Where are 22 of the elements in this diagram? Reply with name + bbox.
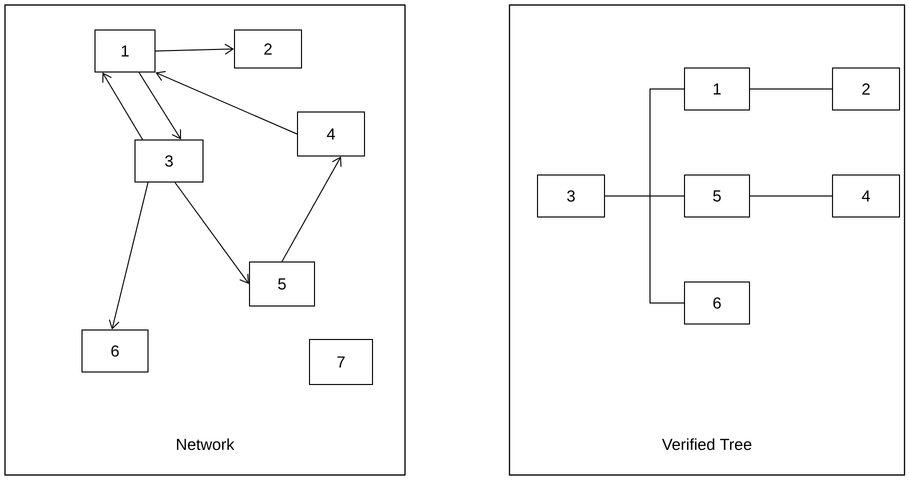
connector-line (604, 196, 684, 304)
number-box: 3 (537, 174, 605, 218)
number-box: 6 (684, 282, 750, 324)
number-box: 4 (832, 174, 900, 218)
arrow (155, 44, 234, 55)
number-box: 4 (297, 112, 365, 156)
arrow (138, 72, 181, 140)
arrow (282, 156, 342, 262)
arrow (156, 70, 298, 134)
number-box: 7 (309, 339, 373, 385)
connector-line (750, 88, 832, 90)
arrow (108, 182, 148, 330)
arrow (174, 182, 249, 284)
number-box: 2 (832, 68, 900, 110)
arrow (102, 72, 143, 140)
number-box: 1 (684, 68, 750, 110)
number-box: 2 (234, 30, 302, 68)
number-box: 5 (249, 262, 315, 306)
number-box: 5 (684, 174, 750, 218)
number-box: 3 (134, 140, 204, 182)
number-box: 1 (94, 30, 156, 72)
number-box: 6 (82, 330, 148, 372)
